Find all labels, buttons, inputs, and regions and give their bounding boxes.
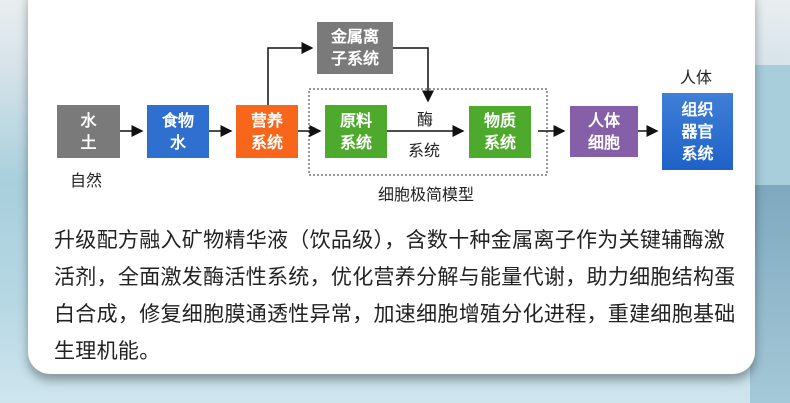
node-nutrition: 营养系统 (236, 105, 298, 158)
arrow (267, 42, 314, 105)
node-text: 系统 (483, 133, 516, 152)
node-text: 系统 (250, 132, 283, 152)
node-human-cell: 人体细胞 (570, 106, 638, 157)
node-text: 原料 (339, 110, 372, 130)
node-soil: 水土 (57, 105, 120, 158)
model-dashed-border (308, 88, 548, 176)
node-text: 子系统 (330, 49, 379, 68)
model-label: 细胞极简模型 (378, 185, 475, 204)
enzyme-system-label: 系统 (408, 141, 441, 160)
node-organ: 组织器官系统 (662, 93, 733, 170)
background-band (750, 65, 790, 185)
node-metal-ion: 金属离子系统 (317, 22, 393, 74)
node-text: 营养 (250, 110, 283, 130)
node-text: 物质 (483, 111, 516, 130)
node-text: 系统 (339, 132, 372, 152)
description-paragraph: 升级配方融入矿物精华液（饮品级），含数十种金属离子作为关键辅酶激活剂，全面激发酶… (54, 228, 736, 363)
background-band (750, 185, 790, 403)
arrow (393, 47, 434, 103)
node-text: 器官 (681, 121, 714, 141)
node-text: 食物 (161, 110, 194, 130)
node-text: 水 (80, 110, 97, 130)
node-text: 水 (169, 132, 186, 152)
node-matter: 物质系统 (469, 106, 531, 158)
node-raw-material: 原料系统 (325, 105, 387, 158)
node-text: 人体 (587, 110, 620, 130)
node-text: 金属离 (330, 27, 379, 46)
caption-human: 人体 (680, 68, 713, 87)
node-text: 细胞 (587, 132, 620, 152)
node-text: 土 (80, 132, 97, 152)
node-text: 系统 (681, 143, 714, 163)
node-text: 组织 (681, 99, 714, 119)
node-food: 食物水 (147, 105, 209, 158)
enzyme-label: 酶 (417, 110, 434, 129)
caption-nature: 自然 (70, 171, 103, 190)
